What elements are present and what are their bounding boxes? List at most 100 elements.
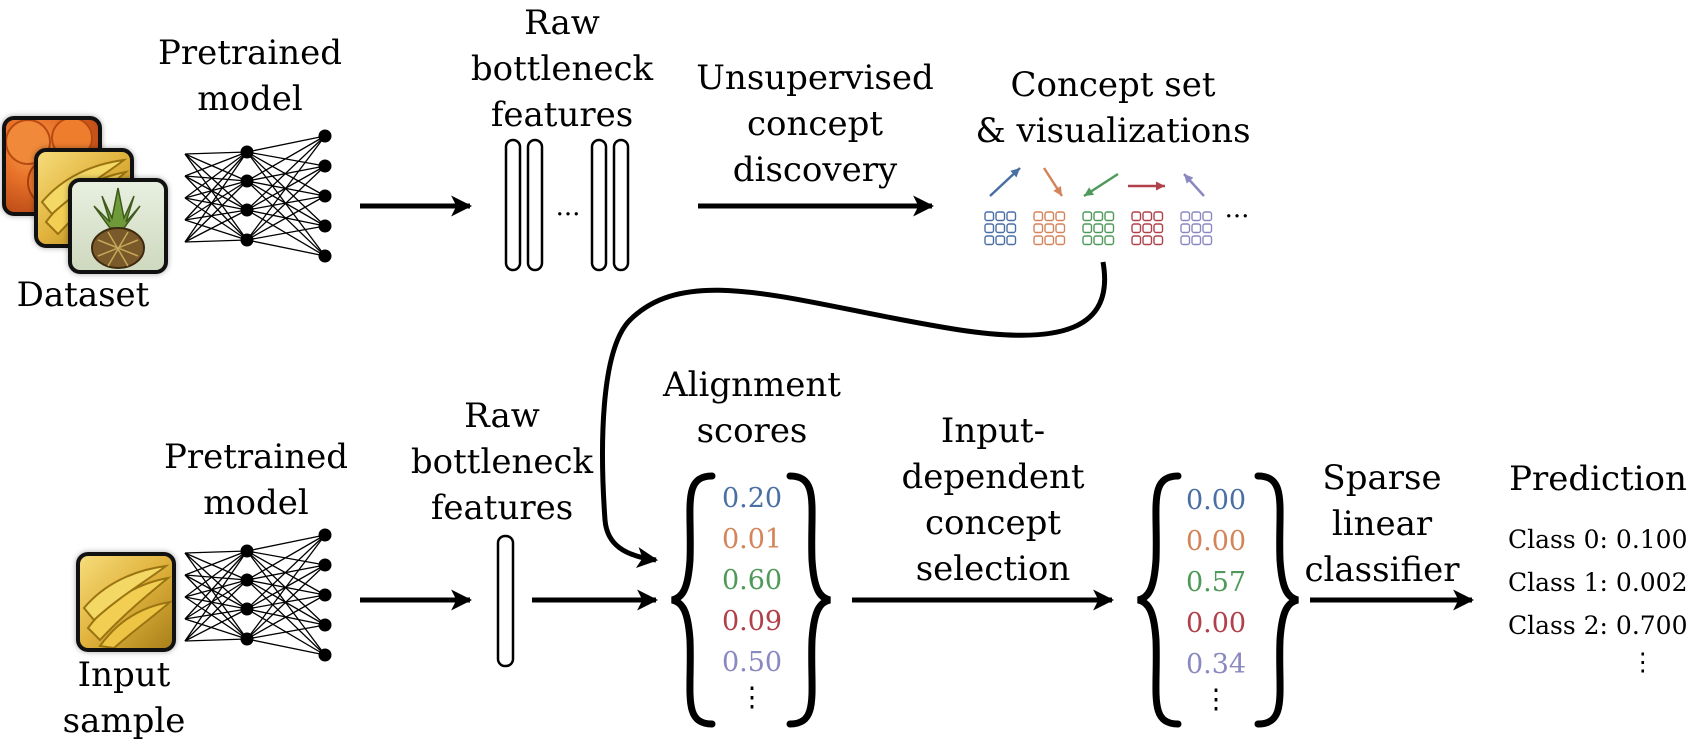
feature-bar-bottom [496,534,515,668]
feature-bar [526,138,544,272]
network-edge [246,135,326,153]
network-edge [246,564,326,640]
prediction-row: Class 2: 0.700 [1508,611,1688,640]
concept-visual-tile [1153,223,1164,234]
concept-visual-tile [1180,211,1191,222]
network-edge [184,180,248,221]
concept-visual-tile [1055,223,1066,234]
pretrained-network-bottom [184,528,332,662]
network-edge [246,594,326,640]
network-edge [246,165,326,241]
alignment-score: 0.60 [721,565,783,596]
concept-visual-tile [1055,211,1066,222]
alignment-scores-column: 0.20 0.01 0.60 0.09 0.50 ⋮ [722,478,782,713]
network-neuron [318,618,332,632]
network-edge [246,534,326,640]
network-neuron [318,588,332,602]
network-edge [184,239,248,243]
network-edge [184,175,248,241]
concept-visual-tile [1142,235,1153,246]
alignment-score: 0.01 [721,524,783,555]
selection-braces [1137,472,1299,728]
network-edge [184,180,248,199]
dataset-label: Dataset [16,275,150,315]
feature-bar [612,138,630,272]
concept-visual-tile [1191,235,1202,246]
network-edge [184,550,248,576]
concept-visual-tile [995,211,1006,222]
network-edge [184,608,248,642]
concept-visual-tile [995,223,1006,234]
alignment-braces [671,472,831,728]
network-edge [184,574,248,640]
concept-visual-tile [1191,223,1202,234]
pretrained-model-label-bottom: Pretrained model [163,437,349,523]
concept-visual-tile [1082,235,1093,246]
right-brace [786,472,831,728]
network-neuron [318,219,332,233]
network-edge [184,175,248,182]
network-neuron [318,528,332,542]
selected-score: 0.34 [1185,649,1247,680]
concept-arrow-head [1053,185,1062,196]
feature-bar [590,138,608,272]
network-edge [246,135,326,182]
bottleneck-bars-top [504,138,630,272]
network-edge [184,151,248,243]
selected-score: 0.00 [1185,485,1247,516]
network-neuron [240,573,254,587]
concept-visual-tile [1033,223,1044,234]
input-sample-image [76,552,176,652]
network-edge [246,624,326,640]
concept-visual-tile [984,223,995,234]
prediction-title: Prediction [1509,459,1687,499]
left-brace [1137,472,1182,728]
concept-visual-tile [1006,235,1017,246]
network-edge [184,638,248,642]
arrow-concepts-to-alignment [600,261,1107,568]
concept-arrow-head [1156,181,1165,191]
concept-visual-tile [1044,235,1055,246]
concept-visual-tile [1006,211,1017,222]
concept-visual-tile [1104,223,1115,234]
concept-visual-tile [1093,211,1104,222]
concept-visual-tile [1006,223,1017,234]
network-edge [246,638,326,656]
network-neuron [318,249,332,263]
concept-visual-tile [984,235,995,246]
network-edge [184,552,248,581]
pineapple-icon [91,187,145,269]
bottleneck-label-bottom: Raw bottleneck features [410,396,594,528]
concept-visual-tile [1082,223,1093,234]
concept-visual-tile [1142,223,1153,234]
concept-visual-tile [1202,211,1213,222]
concept-visual-tile [1191,211,1202,222]
network-edge [184,579,248,620]
network-edge [184,209,248,221]
concept-visual-tile [1104,211,1115,222]
alignment-score: 0.09 [721,606,783,637]
prediction-list: Class 0: 0.100 Class 1: 0.002 Class 2: 0… [1508,518,1687,677]
alignment-more: ⋮ [738,682,766,713]
alignment-score: 0.50 [721,647,783,678]
concept-visual-tile [1104,235,1115,246]
banana-icon [82,564,172,648]
concept-visual-tile [1202,235,1213,246]
concept-visual-tile [1093,235,1104,246]
concept-visual-tile [1131,211,1142,222]
concept-visual-tile [1153,235,1164,246]
dataset-image-pineapple [68,178,168,274]
network-edge [184,197,248,241]
network-edge [184,608,248,620]
left-brace [671,472,716,728]
network-edge [184,151,248,199]
network-neuron [240,145,254,159]
right-brace [1254,472,1299,728]
alignment-score: 0.20 [721,483,783,514]
network-neuron [240,602,254,616]
concept-set [984,167,1213,246]
prediction-row: Class 1: 0.002 [1508,568,1688,597]
network-edge [184,151,248,177]
